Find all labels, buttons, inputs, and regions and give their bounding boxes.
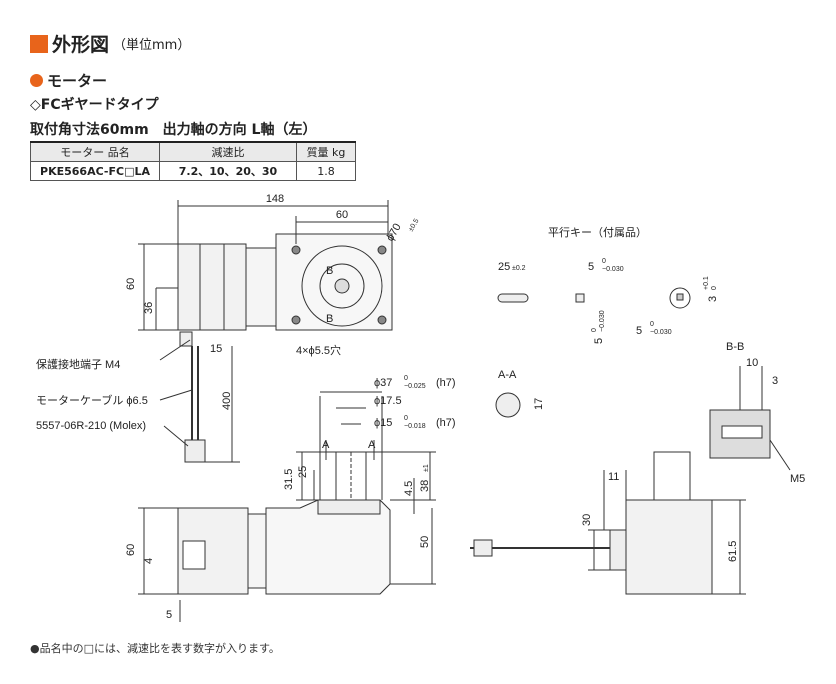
dim-3: 3 [772,375,778,387]
tol-phi15-b: −0.018 [404,423,426,430]
orange-square-icon [30,34,48,53]
mark-b1: B [326,265,333,277]
motor-heading: モーター [30,70,107,91]
dim-4: 4 [143,558,155,564]
page-title: 外形図 [52,34,110,56]
dim-11: 11 [608,471,619,483]
col-ratio: 減速比 [159,141,297,162]
connector-label: 5557-06R-210 (Molex) [36,420,146,432]
dim-60-bottom: 60 [125,544,137,556]
holes-label: 4×ϕ5.5穴 [296,343,341,357]
col-model: モーター 品名 [30,141,160,162]
dim-phi70: ϕ70 [384,222,404,244]
dim-38: 38 [419,480,431,492]
dim-15: 15 [210,343,222,355]
section-aa-label: A-A [498,369,517,381]
key-height: 3 [707,296,719,302]
h7-b: (h7) [436,417,456,429]
unit-label: （単位mm） [113,38,191,53]
dim-30: 30 [581,514,593,526]
section-bb-label: B-B [726,341,744,353]
dim-31-5: 31.5 [283,469,295,490]
tol-phi37-b: −0.025 [404,383,426,390]
spec-line: 取付角寸法60mm 出力軸の方向 L軸（左） [30,122,317,138]
mark-b2: B [326,313,333,325]
tol-38: ±1 [423,464,430,472]
dim-4-5: 4.5 [403,481,415,496]
key-length-tol: ±0.2 [512,265,526,272]
dim-5: 5 [166,609,172,621]
motor-label: モーター [47,72,108,90]
dim-60-left: 60 [125,278,137,290]
key-width-2-tol2: −0.030 [650,329,672,336]
tol-phi37-a: 0 [404,375,408,382]
key-width-2: 5 [636,325,642,337]
dim-50: 50 [419,536,431,548]
dim-60-top: 60 [336,209,348,221]
dim-17: 17 [533,398,545,410]
key-height-tol2: 0 [711,286,718,290]
key-width-3-tol2: −0.030 [599,310,606,332]
cable-label: モーターケーブル ϕ6.5 [36,393,148,407]
tol-phi15-a: 0 [404,415,408,422]
spec-table: モーター 品名 減速比 質量 kg PKE566AC-FC□LA 7.2、10、… [30,141,356,181]
gear-type: ◇FCギヤードタイプ [30,97,159,113]
orange-dot-icon [30,74,43,87]
key-width: 5 [588,261,594,273]
dim-148: 148 [266,193,284,205]
col-mass: 質量 kg [296,141,356,162]
dim-phi15: ϕ15 [374,417,392,429]
dim-36: 36 [143,302,155,314]
footnote: ●品名中の□には、減速比を表す数字が入ります。 [30,642,280,655]
dim-400: 400 [221,392,233,410]
key-width-tol2: −0.030 [602,266,624,273]
dim-phi17-5: ϕ17.5 [374,395,402,407]
motor-body-top [177,243,247,331]
tol-phi70: ±0.5 [408,218,421,233]
ground-label: 保護接地端子 M4 [36,357,120,371]
mark-a2: A [368,439,376,451]
section-header: 外形図 （単位mm） [30,30,190,57]
dim-10: 10 [746,357,758,369]
h7-a: (h7) [436,377,456,389]
key-width-3-tol1: 0 [591,328,598,332]
mark-a1: A [322,439,330,451]
cell-mass: 1.8 [296,161,356,181]
key-title: 平行キー（付属品） [548,226,647,239]
key-width-2-tol1: 0 [650,321,654,328]
motor-side-view [625,499,713,595]
key-length: 25 [498,261,510,273]
key-width-3: 5 [593,338,605,344]
key-height-tol1: +0.1 [703,276,710,290]
dim-phi37: ϕ37 [374,377,392,389]
cell-ratio: 7.2、10、20、30 [159,161,297,181]
key-width-tol1: 0 [602,258,606,265]
dim-61-5: 61.5 [727,541,739,562]
dim-25: 25 [297,466,309,478]
m5-label: M5 [790,473,805,485]
cell-model: PKE566AC-FC□LA [30,161,160,181]
